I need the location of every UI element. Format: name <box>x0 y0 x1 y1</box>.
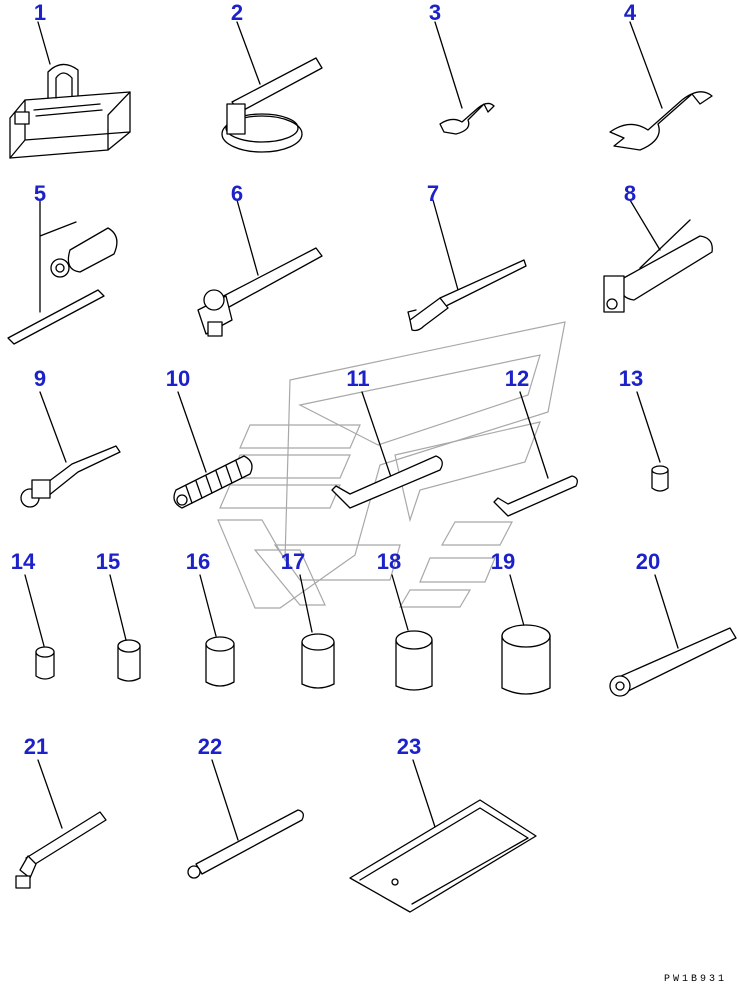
part-7-pry-bar <box>407 199 527 332</box>
part-6-hammer <box>197 199 323 337</box>
callout-13: 13 <box>618 366 644 391</box>
part-16-socket <box>199 574 235 687</box>
callout-11: 11 <box>346 366 370 391</box>
part-22-ratchet-handle <box>187 759 304 879</box>
part-3-spanner-small <box>434 21 495 135</box>
callout-15: 15 <box>95 549 121 574</box>
part-13-socket <box>636 391 669 492</box>
part-21-l-wrench <box>15 759 107 889</box>
part-19-socket <box>501 574 551 695</box>
callout-3: 3 <box>428 0 442 25</box>
callout-16: 16 <box>185 549 211 574</box>
part-23-tool-pouch <box>349 759 537 913</box>
drawing-code: PW1B931 <box>663 974 727 985</box>
callout-12: 12 <box>504 366 530 391</box>
callout-1: 1 <box>33 0 47 25</box>
callout-4: 4 <box>623 0 637 25</box>
part-4-spanner-large <box>609 21 713 151</box>
part-11-hex-key-large <box>331 391 443 509</box>
part-14-socket <box>24 574 55 680</box>
part-1-tool-bag <box>9 21 131 159</box>
callout-14: 14 <box>10 549 36 574</box>
callout-9: 9 <box>33 366 47 391</box>
callout-5: 5 <box>33 181 47 206</box>
part-8-grease-gun <box>603 199 713 313</box>
part-15-socket <box>109 574 141 682</box>
part-5-screwdriver <box>7 199 118 345</box>
part-9-nozzle <box>20 391 121 508</box>
callout-10: 10 <box>165 366 191 391</box>
callout-19: 19 <box>490 549 516 574</box>
callout-21: 21 <box>23 734 49 759</box>
callout-8: 8 <box>623 181 637 206</box>
part-12-hex-key-small <box>493 391 578 517</box>
part-17-socket <box>299 574 335 689</box>
callout-2: 2 <box>230 0 244 25</box>
callout-6: 6 <box>230 181 244 206</box>
callout-18: 18 <box>376 549 402 574</box>
callout-22: 22 <box>197 734 223 759</box>
callout-7: 7 <box>426 181 440 206</box>
part-20-extension-bar <box>609 574 737 697</box>
part-10-spring <box>173 391 253 509</box>
watermark-logo <box>217 321 566 609</box>
callout-20: 20 <box>635 549 661 574</box>
callout-23: 23 <box>396 734 422 759</box>
callout-17: 17 <box>280 549 306 574</box>
part-18-socket <box>391 574 433 691</box>
part-2-filter-wrench <box>221 21 323 153</box>
